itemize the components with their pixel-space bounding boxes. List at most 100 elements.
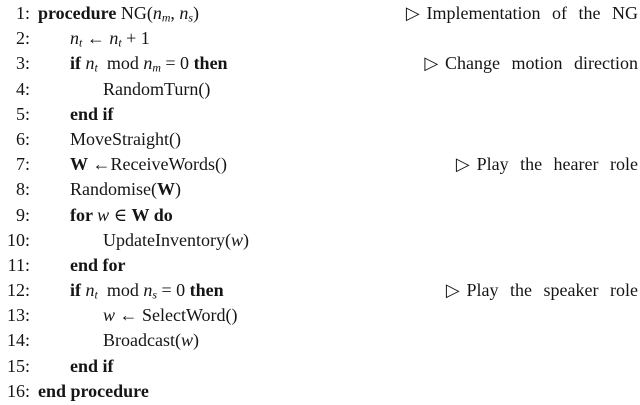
algorithm-line: 7: W ←ReceiveWords() ▷ Play the hearer role — [0, 152, 640, 177]
algorithm-line: 14: Broadcast(w) — [0, 328, 640, 353]
inline-comment: ▷Change motion direction — [424, 51, 640, 76]
code-segment: = 0 — [156, 280, 190, 301]
comment-triangle-icon: ▷ — [445, 280, 460, 301]
code-segment: t — [79, 35, 83, 50]
line-number: 16: — [6, 380, 30, 401]
comment-triangle-icon: ▷ — [405, 3, 420, 23]
code-segment: ) — [175, 179, 181, 200]
code-segment: s — [188, 10, 194, 25]
line-number: 15: — [6, 355, 30, 376]
code-segment: W — [157, 179, 175, 200]
code-statement: W ←ReceiveWords() — [70, 152, 227, 177]
algorithm-line: 16: end procedure — [0, 379, 640, 404]
line-number: 1: — [15, 3, 30, 23]
algorithm-line: 4:RandomTurn() — [0, 77, 640, 102]
code-statement: end for — [70, 253, 126, 278]
algorithm-line: 13: w ← SelectWord() — [0, 303, 640, 328]
code-segment: then — [193, 53, 228, 74]
algorithm-line: 12:if nt mod ns = 0 then▷Play the speake… — [0, 278, 640, 303]
comment-text: Play the speaker role — [466, 280, 638, 301]
comment-text: Play the hearer role — [476, 154, 638, 175]
code-statement: nt ← nt + 1 — [70, 26, 150, 56]
code-segment: RandomTurn() — [103, 78, 211, 99]
code-segment: m — [161, 10, 171, 25]
code-segment: if — [70, 53, 86, 74]
line-number: 14: — [6, 330, 30, 351]
code-segment: m — [152, 60, 161, 75]
line-number: 7: — [15, 154, 30, 175]
code-segment: w — [180, 330, 193, 351]
code-statement: UpdateInventory(w) — [103, 228, 249, 253]
code-statement: procedure NG(nm, ns) — [38, 1, 199, 31]
code-segment: ∈ — [109, 204, 132, 225]
algorithm-line: 1:procedure NG(nm, ns)▷Implementation of… — [0, 1, 640, 26]
algorithm-line: 9:for w ∈ W do — [0, 203, 640, 228]
code-segment: mod — [97, 280, 144, 301]
comment-triangle-icon: ▷ — [455, 154, 470, 175]
code-segment: t — [94, 60, 98, 75]
line-number: 11: — [7, 254, 30, 275]
code-statement: end if — [70, 354, 114, 379]
code-segment: ) — [193, 3, 200, 23]
code-statement: if nt mod nm = 0 then — [70, 51, 228, 81]
inline-comment: ▷ Play the hearer role — [456, 152, 640, 177]
code-segment: then — [189, 280, 224, 301]
code-segment: procedure — [38, 3, 121, 23]
code-segment: w — [103, 305, 116, 326]
code-segment: W — [131, 204, 150, 225]
code-segment: mod — [97, 53, 144, 74]
code-statement: w ← SelectWord() — [103, 303, 238, 328]
code-statement: end if — [70, 102, 114, 127]
code-segment: W — [70, 154, 88, 175]
code-segment: w — [230, 229, 243, 250]
code-segment: Randomise( — [70, 179, 157, 200]
comment-text: Implementation of the NG — [426, 3, 638, 23]
code-segment: = 0 — [160, 53, 194, 74]
code-segment: w — [97, 204, 110, 225]
code-segment: n — [85, 53, 95, 74]
code-segment: n — [109, 28, 119, 49]
algorithm-line: 3:if nt mod nm = 0 then▷Change motion di… — [0, 51, 640, 76]
code-segment: for — [70, 204, 98, 225]
code-segment: end if — [70, 355, 114, 376]
code-segment: n — [179, 3, 189, 23]
line-number: 2: — [15, 28, 30, 49]
code-segment: do — [149, 204, 173, 225]
code-segment: ←ReceiveWords() — [88, 154, 228, 175]
code-segment: NG( — [120, 3, 153, 23]
inline-comment: ▷ Implementation of the NG — [406, 1, 640, 26]
line-number: 3: — [15, 53, 30, 74]
algorithm-line: 11: end for — [0, 253, 640, 278]
code-segment: end procedure — [38, 380, 149, 401]
code-segment: t — [94, 287, 98, 302]
algorithm-line: 8: Randomise(W) — [0, 177, 640, 202]
algorithm-line: 5:end if — [0, 102, 640, 127]
code-segment: ) — [242, 229, 249, 250]
line-number: 10: — [6, 229, 30, 250]
code-statement: MoveStraight() — [70, 127, 181, 152]
algorithm-line: 6: MoveStraight() — [0, 127, 640, 152]
line-number: 13: — [6, 305, 30, 326]
code-segment: end for — [70, 254, 126, 275]
line-number: 8: — [15, 179, 30, 200]
code-segment: n — [143, 280, 153, 301]
code-statement: end procedure — [38, 379, 149, 404]
code-segment: n — [70, 28, 79, 49]
code-segment: n — [85, 280, 95, 301]
algorithm-line: 2:nt ← nt + 1 — [0, 26, 640, 51]
code-segment: if — [70, 280, 86, 301]
code-statement: Broadcast(w) — [103, 328, 199, 353]
code-segment: + 1 — [121, 28, 150, 49]
line-number: 6: — [15, 128, 30, 149]
code-segment: MoveStraight() — [70, 128, 181, 149]
code-segment: n — [143, 53, 153, 74]
code-segment: ) — [192, 330, 199, 351]
line-number: 12: — [6, 280, 30, 301]
inline-comment: ▷ Play the speaker role — [446, 278, 640, 303]
code-statement: for w ∈ W do — [70, 203, 173, 228]
code-segment: end if — [70, 103, 114, 124]
code-segment: Broadcast( — [103, 330, 181, 351]
code-segment: ← — [82, 28, 110, 49]
code-statement: Randomise(W) — [70, 177, 181, 202]
